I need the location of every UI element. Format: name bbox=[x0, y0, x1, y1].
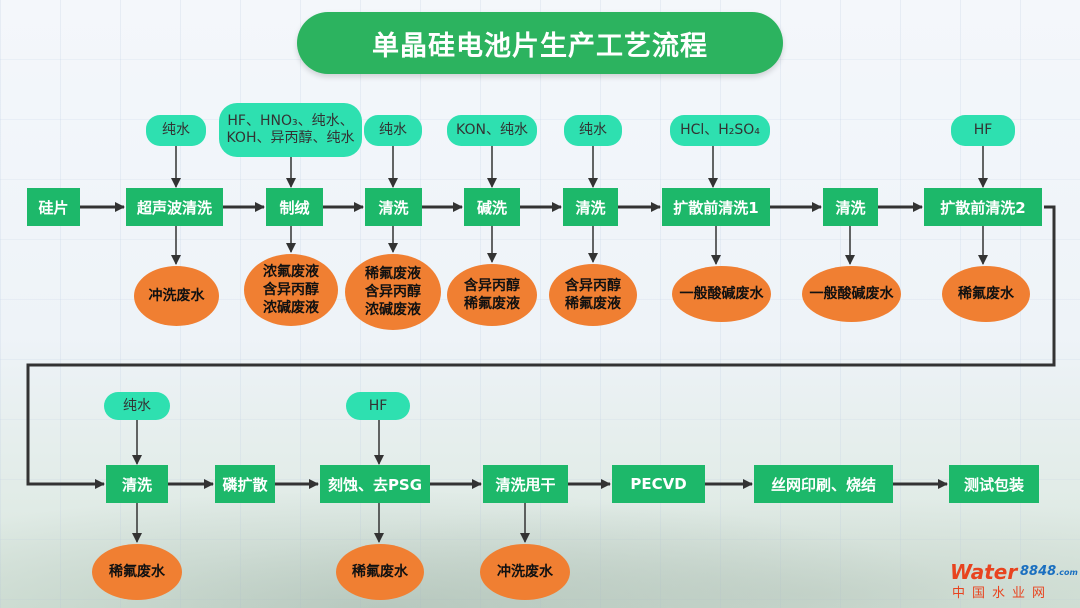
waste-dilute-fluoride-3: 稀氟废水 bbox=[336, 544, 424, 600]
waste-clean-2: 含异丙醇 稀氟废液 bbox=[549, 264, 637, 326]
step-wafer: 硅片 bbox=[27, 188, 80, 226]
input-texturing-chemicals: HF、HNO₃、纯水、 KOH、异丙醇、纯水 bbox=[219, 103, 362, 157]
waste-acid-alkali-1: 一般酸碱废水 bbox=[672, 266, 771, 322]
waste-alkali-wash: 含异丙醇 稀氟废液 bbox=[447, 264, 537, 326]
step-pre-diffusion-clean-1: 扩散前清洗1 bbox=[662, 188, 770, 226]
step-clean-4: 清洗 bbox=[106, 465, 168, 503]
input-pure-water-1: 纯水 bbox=[146, 115, 206, 146]
waste-texturing: 浓氟废液 含异丙醇 浓碱废液 bbox=[244, 254, 338, 326]
input-kon-water: KON、纯水 bbox=[447, 115, 537, 146]
row-connector-arrow bbox=[26, 205, 1056, 489]
waste-rinse-water-2: 冲洗废水 bbox=[480, 544, 570, 600]
step-clean-1: 清洗 bbox=[365, 188, 422, 226]
step-texturing: 制绒 bbox=[266, 188, 323, 226]
input-hf-2: HF bbox=[346, 392, 410, 420]
input-pure-water-4: 纯水 bbox=[104, 392, 170, 420]
waste-dilute-fluoride-1: 稀氟废水 bbox=[942, 266, 1030, 322]
page-title: 单晶硅电池片生产工艺流程 bbox=[297, 12, 783, 74]
waste-acid-alkali-2: 一般酸碱废水 bbox=[802, 266, 901, 322]
input-hcl-h2so4: HCl、H₂SO₄ bbox=[670, 115, 770, 146]
step-clean-3: 清洗 bbox=[823, 188, 878, 226]
waste-clean-1: 稀氟废液 含异丙醇 浓碱废液 bbox=[345, 254, 441, 330]
input-pure-water-3: 纯水 bbox=[564, 115, 622, 146]
input-pure-water-2: 纯水 bbox=[364, 115, 422, 146]
input-hf-1: HF bbox=[951, 115, 1015, 146]
step-screen-print-sinter: 丝网印刷、烧结 bbox=[754, 465, 893, 503]
step-pecvd: PECVD bbox=[612, 465, 705, 503]
waste-dilute-fluoride-2: 稀氟废水 bbox=[92, 544, 182, 600]
step-ultrasonic-clean: 超声波清洗 bbox=[126, 188, 223, 226]
step-phosphorus-diffusion: 磷扩散 bbox=[215, 465, 275, 503]
watermark-logo: Water 8848.com 中国水业网 bbox=[950, 560, 1078, 601]
step-clean-2: 清洗 bbox=[563, 188, 618, 226]
step-test-package: 测试包装 bbox=[949, 465, 1039, 503]
step-pre-diffusion-clean-2: 扩散前清洗2 bbox=[924, 188, 1042, 226]
step-alkali-wash: 碱洗 bbox=[464, 188, 520, 226]
step-clean-spin-dry: 清洗甩干 bbox=[483, 465, 568, 503]
waste-rinse-water-1: 冲洗废水 bbox=[134, 266, 219, 326]
step-etch-remove-psg: 刻蚀、去PSG bbox=[320, 465, 430, 503]
